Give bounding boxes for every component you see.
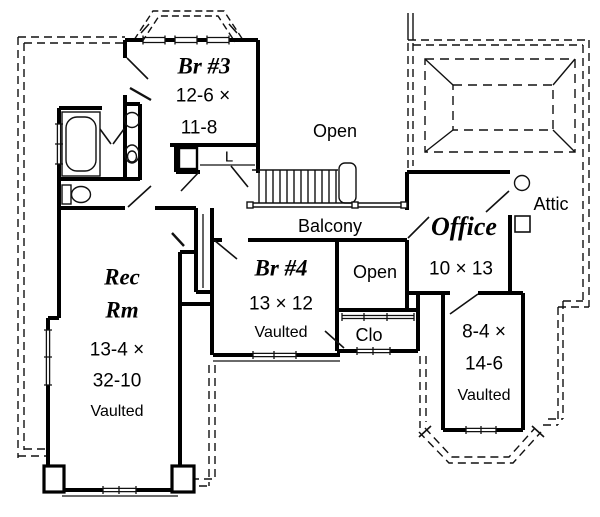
attic-access-hatch [514,215,531,233]
roof-outline-right [407,39,590,464]
toilet [61,184,92,205]
walls [46,38,525,492]
balcony-label: Balcony [297,216,363,236]
roof-outline-mid-bottom [186,365,216,487]
rec-rm-dims-line2: 32-10 [92,370,142,392]
door-slashes [129,86,185,247]
hip-roof-garage [424,58,576,153]
roof-hip-ticks-bay-br3 [140,23,238,34]
rec-rm-name-line2: Rm [105,297,139,323]
attic-label: Attic [533,194,569,214]
br3-dims-line2: 11-8 [180,117,218,139]
roof-outline-bay-br3 [133,10,244,43]
br4-room-name: Br #4 [254,255,308,281]
bonus-room-dims-line2: 14-6 [464,353,504,375]
bonus-room-vaulted-note: Vaulted [457,387,511,404]
rec-rm-name-line1: Rec [104,264,140,290]
office-dims: 10 × 13 [429,258,493,280]
door-swings [99,57,545,438]
porch-roof-edge [407,13,414,40]
windows [44,35,497,497]
corner-pilasters [42,464,196,494]
rec-rm-vaulted-note: Vaulted [90,403,144,420]
office-room-name: Office [431,212,497,241]
br4-dims: 13 × 12 [249,293,313,315]
sink [123,111,141,129]
br4-vaulted-note: Vaulted [254,324,308,341]
bonus-room-dims-line1: 8-4 × [462,321,506,343]
water-closet-toilet [124,144,140,164]
open-upper-label: Open [312,121,358,141]
rec-rm-dims-line1: 13-4 × [89,339,145,361]
bathtub [61,111,101,177]
balcony-railing [246,201,408,209]
attic-light [513,174,531,192]
br3-room-name: Br #3 [177,53,231,79]
closet-label: Clo [355,325,383,345]
stair-newel [338,162,357,204]
shower-chase [177,146,199,171]
roof-outline-left [17,36,125,458]
stairs [252,162,357,204]
linen-closet-label: L [224,148,234,166]
open-lower-label: Open [352,262,398,282]
br3-dims-line1: 12-6 × [175,85,231,107]
